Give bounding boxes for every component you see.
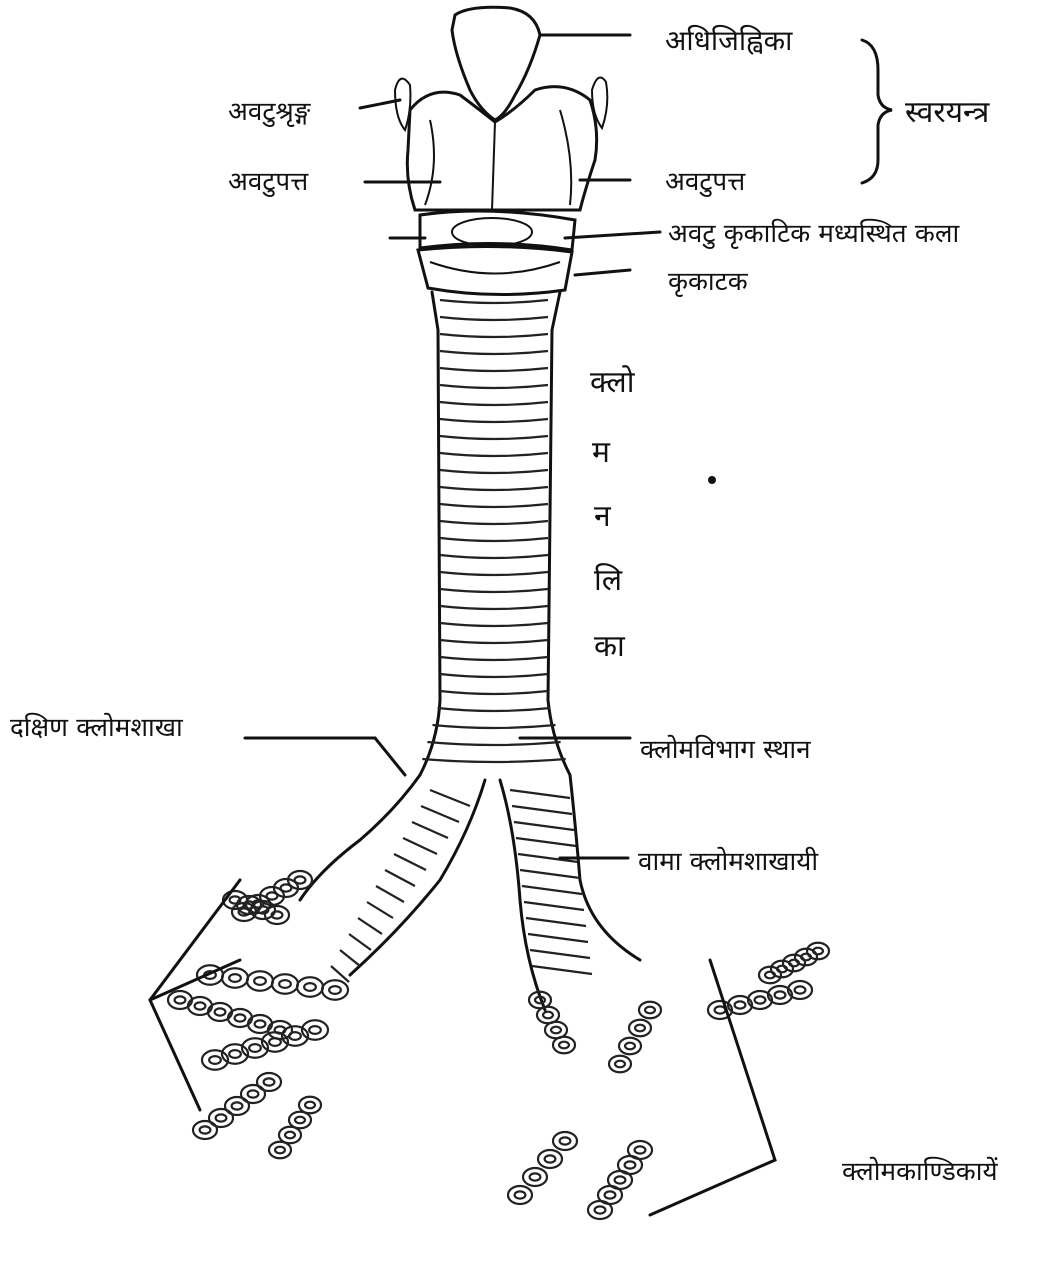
label-thyroid-plate-right: अवटुपत्त <box>665 167 746 197</box>
label-left-bronchus: वामा क्लोमशाखायी <box>638 846 819 877</box>
larynx-illustration <box>395 7 607 294</box>
trachea-illustration <box>420 292 570 775</box>
bronchi-illustration <box>168 775 829 1219</box>
label-carina: क्लोमविभाग स्थान <box>640 734 811 765</box>
label-right-bronchus: दक्षिण क्लोमशाखा <box>10 712 184 743</box>
label-cricothyroid-membrane: अवटु कृकाटिक मध्यस्थित कला <box>668 218 960 249</box>
cricoid-shape <box>418 246 572 294</box>
label-thyroid-horn: अवटुश्रृङ्ग <box>228 97 311 127</box>
label-epiglottis: अधिजिह्विका <box>665 24 793 57</box>
label-trachea-4: लि <box>594 563 623 598</box>
label-cricoid: कृकाटक <box>668 267 749 297</box>
label-thyroid-plate-left: अवटुपत्त <box>228 167 309 197</box>
label-trachea-3: न <box>594 499 612 534</box>
label-trachea-2: म <box>592 435 611 470</box>
label-bronchioles: क्लोमकाण्डिकायें <box>842 1156 998 1187</box>
thyroid-horn-left-shape <box>395 79 410 130</box>
label-trachea-1: क्लो <box>590 365 636 400</box>
larynx-brace <box>862 40 892 183</box>
label-larynx: स्वरयन्त्र <box>905 95 990 130</box>
label-trachea-5: का <box>594 629 626 664</box>
